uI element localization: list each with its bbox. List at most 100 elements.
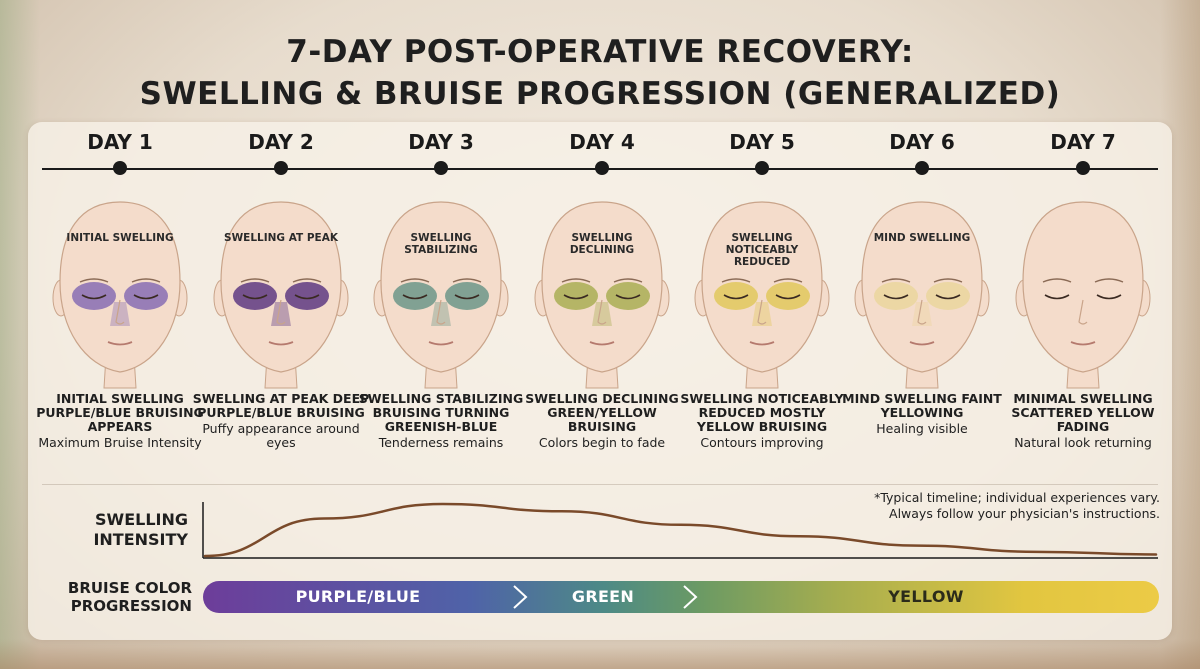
eye-closed-right xyxy=(454,294,480,300)
eyebrow-left xyxy=(400,278,430,283)
day-label-4: DAY 4 xyxy=(569,130,635,154)
eyebrow-left xyxy=(561,278,591,283)
chevron-right-icon xyxy=(513,585,528,609)
face-illustration-day-7 xyxy=(1015,201,1151,389)
day-label-6: DAY 6 xyxy=(889,130,955,154)
bruise-nose xyxy=(271,302,291,326)
bruise-right xyxy=(285,282,329,310)
timeline-dot-2 xyxy=(274,161,288,175)
mouth xyxy=(107,341,133,346)
nose xyxy=(1078,299,1088,325)
mouth xyxy=(749,341,775,346)
swelling-intensity-graph xyxy=(202,502,1158,559)
eye-closed-right xyxy=(935,294,961,300)
page-title-line-1: 7-DAY POST-OPERATIVE RECOVERY: xyxy=(286,34,914,70)
bruise-nose xyxy=(592,302,612,326)
background-floor-blur xyxy=(0,639,1200,669)
bruise-left xyxy=(874,282,918,310)
bruise-left xyxy=(233,282,277,310)
nose xyxy=(597,299,607,325)
section-divider xyxy=(42,484,1158,485)
disclaimer-line-2: Always follow your physician's instructi… xyxy=(889,506,1160,521)
swelling-label-line-1: SWELLING xyxy=(95,510,188,529)
eye-closed-right xyxy=(294,294,320,300)
caption-heading-day-3: SWELLING STABILIZING BRUISING TURNING GR… xyxy=(358,391,524,434)
face-outline xyxy=(380,201,502,373)
swelling-intensity-label: SWELLING INTENSITY xyxy=(40,510,188,550)
bruise-nose xyxy=(752,302,772,326)
caption-day-2: SWELLING AT PEAK DEEP PURPLE/BLUE BRUISI… xyxy=(192,392,370,450)
caption-day-3: SWELLING STABILIZING BRUISING TURNING GR… xyxy=(352,392,530,450)
day-label-2: DAY 2 xyxy=(248,130,314,154)
eye-closed-right xyxy=(615,294,641,300)
face-outline xyxy=(1022,201,1144,373)
eyebrow-right xyxy=(613,278,643,283)
bruise-left xyxy=(554,282,598,310)
bruise-left xyxy=(72,282,116,310)
eye-closed-left xyxy=(402,294,428,300)
bruise-right xyxy=(124,282,168,310)
caption-day-5: SWELLING NOTICEABLY REDUCED MOSTLY YELLO… xyxy=(673,392,851,450)
eyebrow-left xyxy=(1042,278,1072,283)
eye-closed-left xyxy=(242,294,268,300)
face-illustration-day-3 xyxy=(373,201,509,389)
eye-closed-right xyxy=(1096,294,1122,300)
swelling-curve xyxy=(203,502,1158,558)
day-label-5: DAY 5 xyxy=(729,130,795,154)
face-illustration-day-2 xyxy=(213,201,349,389)
caption-heading-day-5: SWELLING NOTICEABLY REDUCED MOSTLY YELLO… xyxy=(680,391,844,434)
swelling-label-line-2: INTENSITY xyxy=(93,530,188,549)
caption-heading-day-4: SWELLING DECLINING GREEN/YELLOW BRUISING xyxy=(525,391,679,434)
face-illustration-day-5 xyxy=(694,201,830,389)
eye-closed-right xyxy=(775,294,801,300)
mouth xyxy=(909,341,935,346)
face-label-day-3: SWELLING STABILIZING xyxy=(404,232,478,256)
face-outline xyxy=(541,201,663,373)
face-illustration-day-6 xyxy=(854,201,990,389)
caption-day-1: INITIAL SWELLING PURPLE/BLUE BRUISING AP… xyxy=(31,392,209,450)
face-illustration-day-1 xyxy=(52,201,188,389)
caption-heading-day-2: SWELLING AT PEAK DEEP PURPLE/BLUE BRUISI… xyxy=(192,391,370,420)
face-label-day-4: SWELLING DECLINING xyxy=(569,232,635,256)
bruise-right xyxy=(445,282,489,310)
eyebrow-left xyxy=(79,278,109,283)
chevron-right-icon xyxy=(683,585,698,609)
timeline-dot-5 xyxy=(755,161,769,175)
bruise-right xyxy=(926,282,970,310)
bruise-segment-green: GREEN xyxy=(571,587,635,606)
eye-closed-left xyxy=(883,294,909,300)
face-outline xyxy=(701,201,823,373)
caption-detail-day-3: Tenderness remains xyxy=(378,435,504,450)
nose xyxy=(917,299,927,325)
timeline-dot-4 xyxy=(595,161,609,175)
eyebrow-right xyxy=(933,278,963,283)
caption-detail-day-1: Maximum Bruise Intensity xyxy=(38,435,202,450)
eyebrow-left xyxy=(881,278,911,283)
caption-heading-day-6: MIND SWELLING FAINT YELLOWING xyxy=(842,391,1002,420)
timeline-dot-3 xyxy=(434,161,448,175)
face-outline xyxy=(59,201,181,373)
caption-detail-day-6: Healing visible xyxy=(876,421,968,436)
eyebrow-left xyxy=(721,278,751,283)
face-outline xyxy=(861,201,983,373)
eye-closed-right xyxy=(133,294,159,300)
caption-detail-day-2: Puffy appearance around eyes xyxy=(202,421,360,450)
face-label-day-6: MIND SWELLING xyxy=(873,232,971,244)
face-outline xyxy=(220,201,342,373)
bruise-left xyxy=(714,282,758,310)
nose xyxy=(115,299,125,325)
face-label-day-2: SWELLING AT PEAK xyxy=(224,232,338,244)
disclaimer-line-1: *Typical timeline; individual experience… xyxy=(874,490,1160,505)
eyebrow-right xyxy=(452,278,482,283)
caption-detail-day-4: Colors begin to fade xyxy=(538,435,666,450)
face-label-day-5: SWELLING NOTICEABLY REDUCED xyxy=(725,232,799,268)
day-label-1: DAY 1 xyxy=(87,130,153,154)
eyebrow-right xyxy=(1094,278,1124,283)
nose xyxy=(757,299,767,325)
timeline-dot-1 xyxy=(113,161,127,175)
mouth xyxy=(589,341,615,346)
bruise-segment-purple-blue: PURPLE/BLUE xyxy=(295,587,421,606)
bruise-color-bar xyxy=(203,581,1159,613)
eyebrow-right xyxy=(292,278,322,283)
